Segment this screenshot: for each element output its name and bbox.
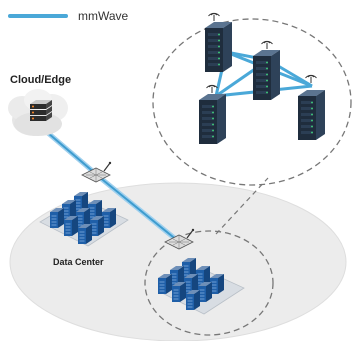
data-center-label: Data Center — [53, 257, 104, 267]
server-rack-icon — [298, 90, 325, 140]
mmwave-links — [45, 130, 181, 244]
server-rack-icon — [205, 22, 232, 72]
zoom-connector — [215, 177, 269, 235]
legend-label: mmWave — [78, 9, 129, 23]
wireless-signal-icon — [261, 40, 273, 50]
server-rack-icon — [253, 50, 280, 100]
wireless-signal-icon — [208, 12, 220, 22]
rack-cluster-icon — [157, 257, 245, 315]
cloud-edge-label: Cloud/Edge — [10, 74, 72, 86]
zoom-dashed-circle — [152, 18, 352, 186]
rack-cluster-icon — [39, 191, 129, 247]
remote-site-dashed-circle — [144, 230, 274, 336]
cloud-server-icon — [8, 89, 68, 136]
server-rack-icon — [199, 94, 226, 144]
